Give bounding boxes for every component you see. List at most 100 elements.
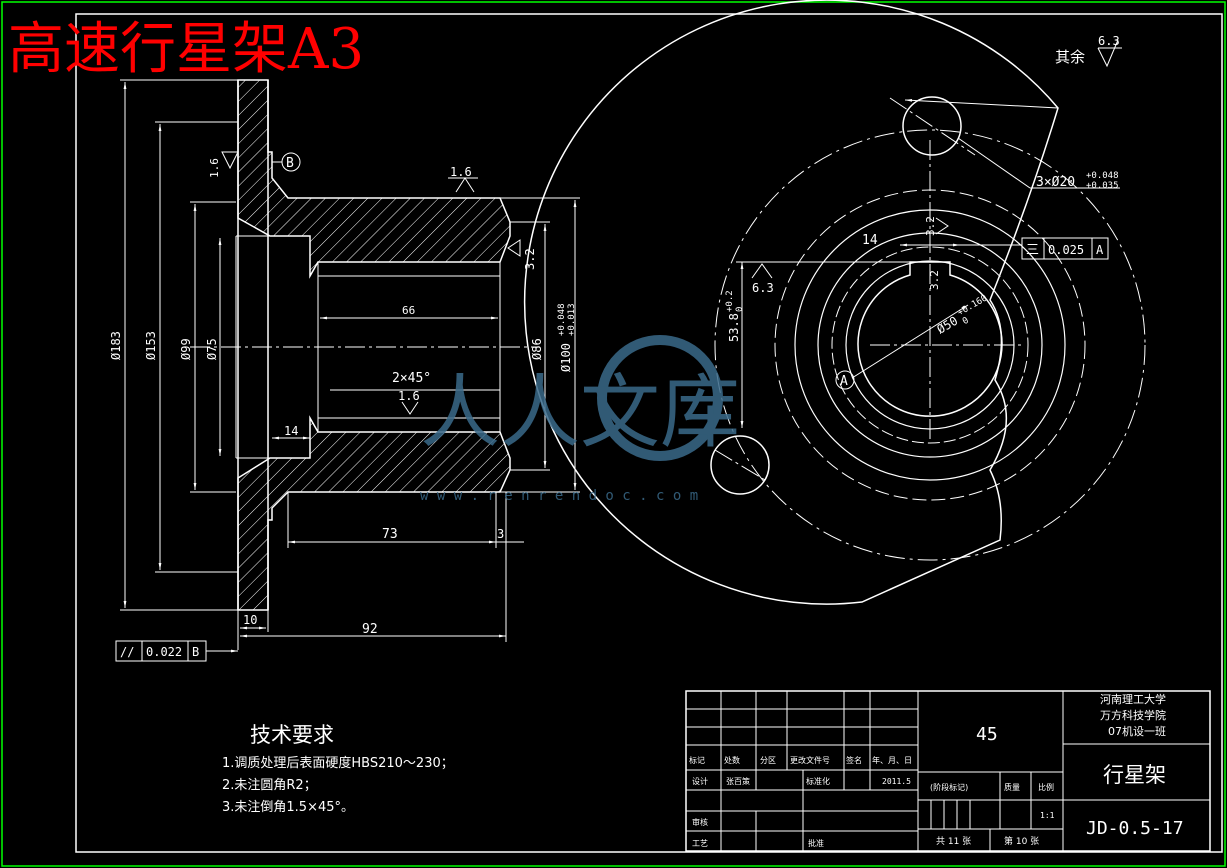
dia-153: Ø153 [144,331,158,360]
len-3: 3 [497,527,504,541]
center-bore-keyway [857,261,1003,417]
svg-text:1.6: 1.6 [398,389,420,403]
tech-requirements: 技术要求 1.调质处理后表面硬度HBS210～230； 2.未注圆角R2； 3.… [222,723,454,815]
inner-frame [75,13,1223,853]
svg-text:B: B [286,156,294,171]
svg-text:技术要求: 技术要求 [250,723,334,747]
svg-text:人人文库: 人人文库 [420,366,740,459]
roughness-top: 1.6 [448,165,478,193]
bore-fit-dim: Ø100 +0.048 +0.013 [557,303,577,372]
svg-text:更改文件号: 更改文件号 [790,755,830,765]
svg-text:1.6: 1.6 [450,165,472,179]
len-92: 92 [362,622,378,637]
center-bore-dim: Ø50 +0.160 0 [935,293,990,337]
len-10: 10 [243,613,257,627]
datum-a: A [835,370,855,390]
section-view: Ø183 Ø153 Ø99 Ø75 Ø86 Ø100 +0.048 +0.013… [109,79,580,662]
len-chamfer: 2×45° [392,371,431,386]
svg-text:B: B [192,645,199,659]
svg-text://: // [120,645,134,659]
datum-b: B [271,152,301,172]
svg-text:万方科技学院: 万方科技学院 [1100,708,1166,722]
svg-text:JD-0.5-17: JD-0.5-17 [1086,818,1184,839]
svg-text:0: 0 [961,316,971,327]
svg-text:+0.035: +0.035 [1086,181,1119,191]
svg-text:标记: 标记 [689,755,705,765]
roughness-bore: 1.6 [398,389,420,415]
svg-text:行星架: 行星架 [1103,763,1166,787]
svg-text:年、月、日: 年、月、日 [872,755,912,765]
svg-text:1:1: 1:1 [1040,811,1055,820]
dia-99: Ø99 [179,338,193,360]
roughness-key-side: 3.2 [928,270,941,290]
watermark: 人人文库 w w w . r e n r e n d o c . c o m [420,335,740,504]
svg-text:A: A [1096,243,1104,257]
flange-face [237,80,269,610]
svg-text:+0.160: +0.160 [956,293,989,318]
title-block-text: 45 河南理工大学 万方科技学院 07机设一班 行星架 JD-0.5-17 标记… [689,692,1184,848]
end-dims [736,98,1120,428]
planet-hole-bottom [710,435,770,495]
svg-text:其余: 其余 [1055,48,1085,66]
roughness-key-depth: 6.3 [751,263,774,295]
holes-dim: 3×Ø20 +0.048 +0.035 [1036,171,1119,191]
svg-text:Ø100: Ø100 [559,343,573,372]
svg-text:河南理工大学: 河南理工大学 [1100,692,1166,706]
svg-text:0.025: 0.025 [1048,243,1084,257]
svg-text:6.3: 6.3 [752,281,774,295]
svg-text:3.2: 3.2 [523,248,537,270]
symmetry-frame: 三 0.025 A [1021,237,1109,260]
svg-text:45: 45 [976,724,998,745]
svg-text:比例: 比例 [1038,782,1054,792]
section-hatch-lower [237,415,511,611]
svg-text:3.未注倒角1.5×45°。: 3.未注倒角1.5×45°。 [222,800,354,815]
dia-75: Ø75 [205,338,219,360]
svg-text:+0.048: +0.048 [1086,171,1119,181]
svg-text:张百策: 张百策 [726,776,750,786]
svg-text:分区: 分区 [760,756,776,765]
end-centerlines [714,97,1025,481]
end-view: 3×Ø20 +0.048 +0.035 14 3.2 3.2 6.3 三 0.0… [523,0,1146,605]
svg-text:2011.5: 2011.5 [882,777,911,786]
svg-text:三: 三 [1026,243,1039,258]
surface-finish-other: 其余 6.3 [1055,34,1122,68]
svg-text:0.022: 0.022 [146,645,182,659]
svg-text:A: A [840,374,848,389]
svg-text:处数: 处数 [724,755,740,765]
svg-text:第 10 张: 第 10 张 [1004,835,1039,847]
svg-text:标准化: 标准化 [806,776,830,786]
hub-r3 [831,246,1029,444]
svg-text:+0.013: +0.013 [567,303,577,336]
svg-text:6.3: 6.3 [1098,34,1120,48]
svg-text:3.2: 3.2 [924,216,937,236]
planet-hole-top [902,96,962,156]
svg-text:质量: 质量 [1004,782,1020,792]
len-14: 14 [284,424,298,438]
svg-text:+0.2: +0.2 [725,290,735,312]
svg-text:签名: 签名 [846,755,862,765]
roughness-right: 3.2 [507,239,537,270]
key-width-14: 14 [862,233,878,248]
len-66: 66 [402,304,415,317]
svg-text:工艺: 工艺 [692,839,708,848]
svg-text:审核: 审核 [692,817,708,827]
svg-text:2.未注圆角R2；: 2.未注圆角R2； [222,778,317,793]
section-hatch-upper [237,79,511,279]
svg-text:53.8: 53.8 [727,313,741,342]
svg-text:Ø50: Ø50 [935,314,961,337]
length-dims [237,316,524,650]
svg-text:设计: 设计 [692,776,708,786]
svg-text:07机设一班: 07机设一班 [1108,724,1166,738]
svg-text:共 11 张: 共 11 张 [936,836,971,847]
title-block [685,690,1211,852]
svg-text:(阶段标记): (阶段标记) [930,782,968,792]
svg-text:w w w . r e n r e n d o c . c: w w w . r e n r e n d o c . c o m [420,488,698,504]
parallelism-frame: // 0.022 B [115,640,238,662]
roughness-flange: 1.6 [208,151,239,178]
svg-text:1.调质处理后表面硬度HBS210～230；: 1.调质处理后表面硬度HBS210～230； [222,755,454,771]
svg-text:+0.048: +0.048 [557,303,567,336]
diameter-dims [120,79,580,611]
len-73: 73 [382,527,398,542]
